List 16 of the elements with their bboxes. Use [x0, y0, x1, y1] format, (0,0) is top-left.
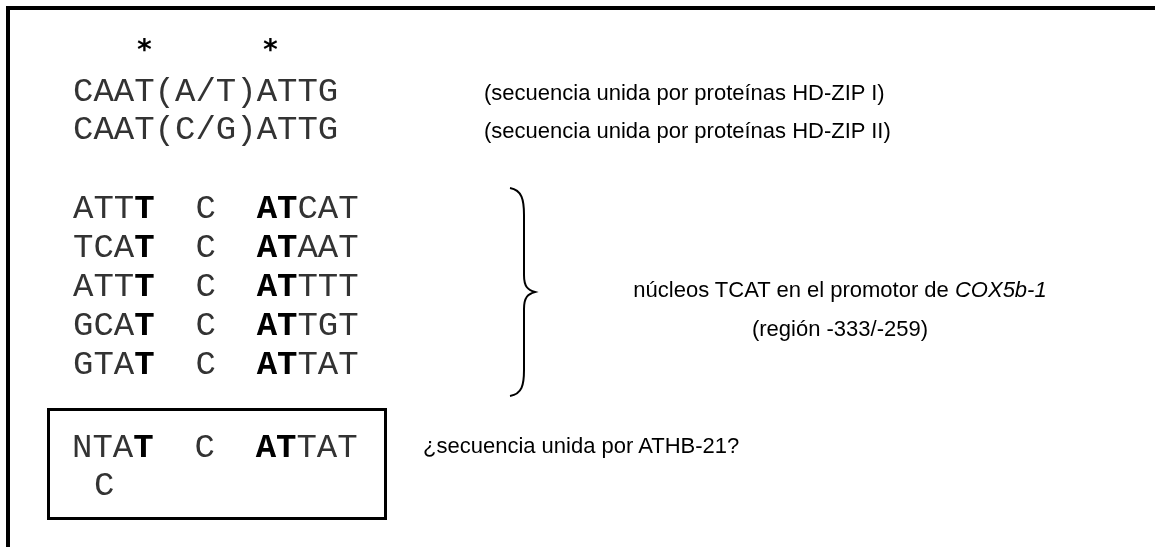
sequence-text: CAAT(A/T)ATTG [73, 74, 339, 112]
asterisk-mark: * [262, 34, 279, 66]
sequence-text: NTAT C ATTAT [72, 430, 358, 468]
sequence-text: CAAT(C/G)ATTG [73, 112, 339, 150]
sequence-text: C [94, 468, 115, 506]
highlight-box [47, 408, 387, 520]
description-text: núcleos TCAT en el promotor de COX5b-1 [633, 277, 1047, 303]
description-text: (secuencia unida por proteínas HD-ZIP II) [484, 118, 891, 144]
sequence-text: ATTT C ATTTT [73, 269, 359, 307]
asterisk-mark: * [136, 34, 153, 66]
question-text: ¿secuencia unida por ATHB-21? [423, 433, 740, 459]
description-text: (región -333/-259) [751, 316, 929, 342]
sequence-text: GCAT C ATTGT [73, 308, 359, 346]
sequence-text: GTAT C ATTAT [73, 347, 359, 385]
sequence-text: TCAT C ATAAT [73, 230, 359, 268]
description-text: (secuencia unida por proteínas HD-ZIP I) [484, 80, 885, 106]
